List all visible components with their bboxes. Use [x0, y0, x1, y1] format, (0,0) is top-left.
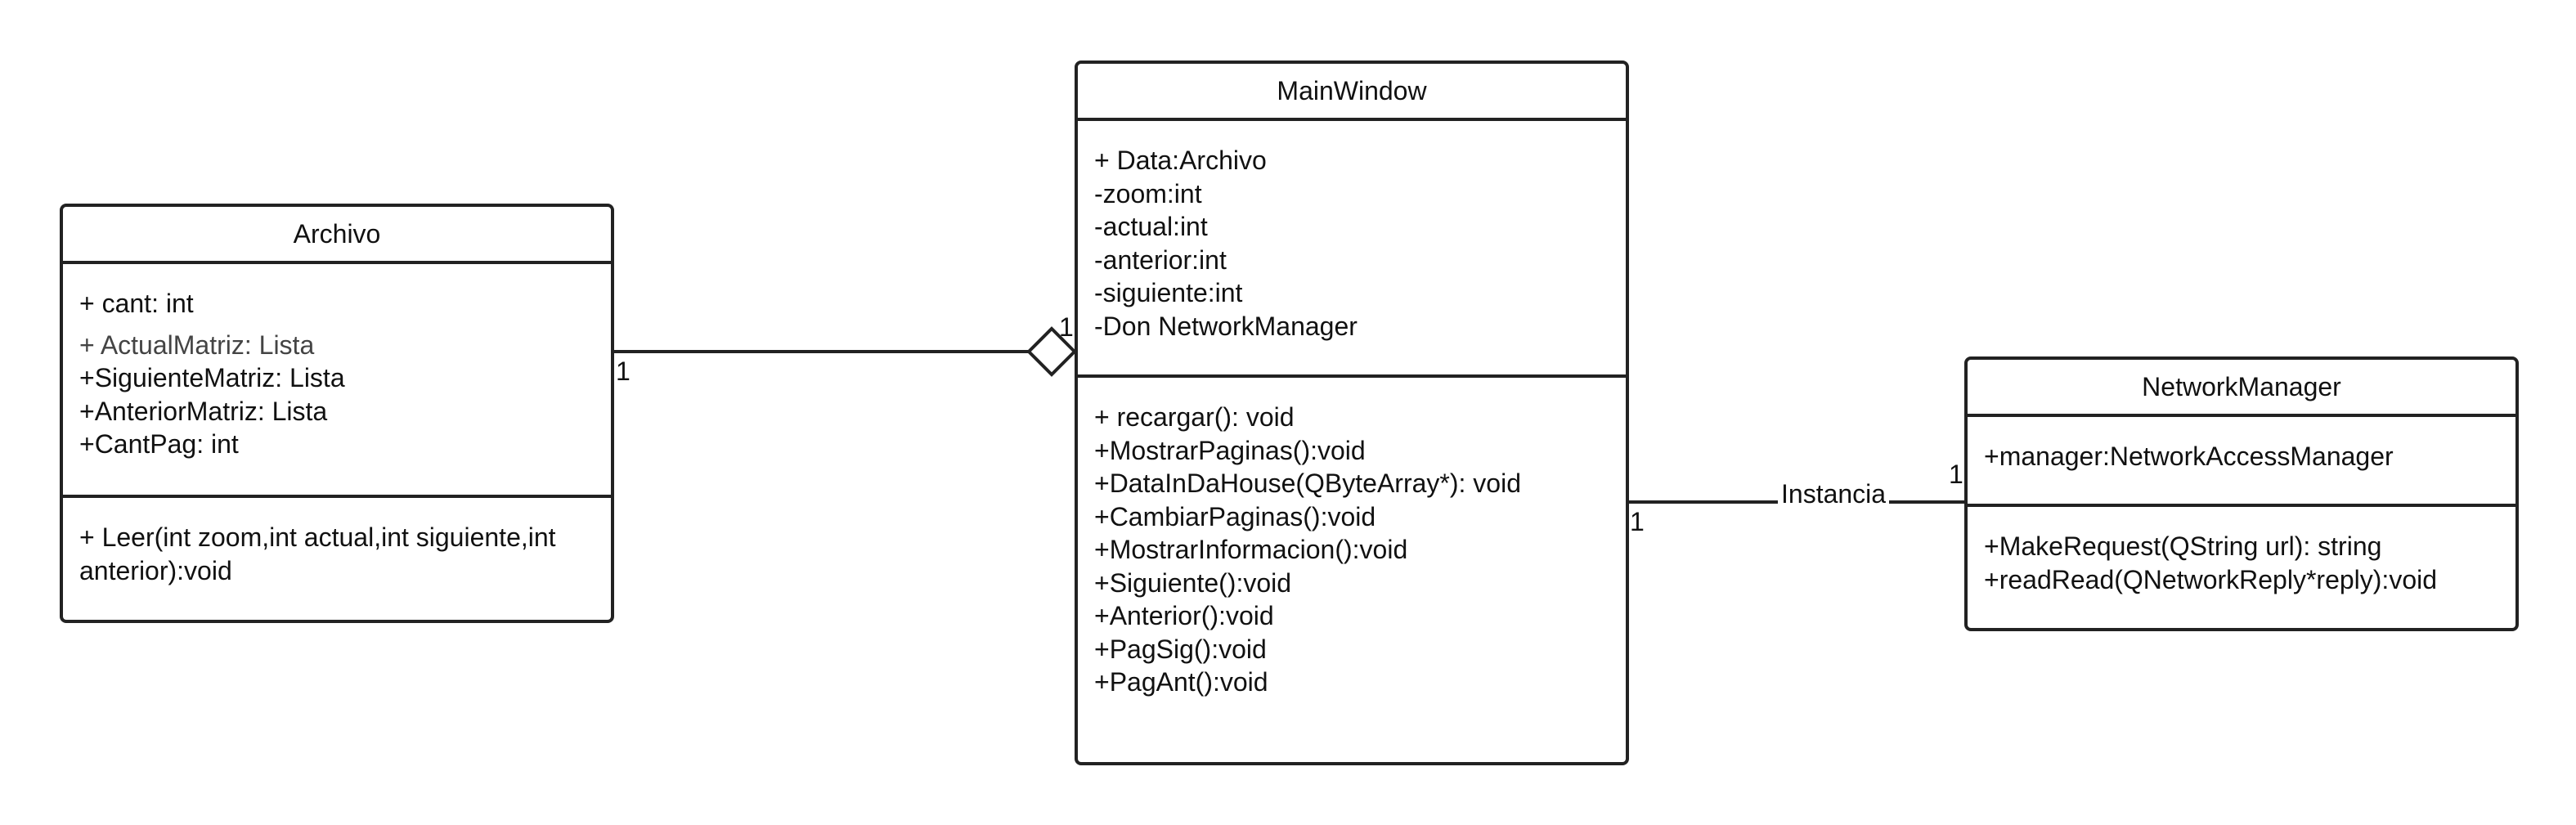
class-networkmanager[interactable]: NetworkManager +manager:NetworkAccessMan… — [1964, 356, 2519, 631]
attribute: -actual:int — [1094, 212, 1208, 241]
class-name: NetworkManager — [2142, 371, 2341, 401]
class-mainwindow-operations: + recargar(): void +MostrarPaginas():voi… — [1078, 378, 1626, 699]
class-networkmanager-operations: +MakeRequest(QString url): string +readR… — [1968, 507, 2515, 596]
attribute: + ActualMatriz: Lista — [79, 330, 315, 360]
attribute: -anterior:int — [1094, 244, 1227, 275]
class-archivo-operations: + Leer(int zoom,int actual,int siguiente… — [63, 498, 611, 587]
operation: +MostrarInformacion():void — [1094, 535, 1408, 564]
instancia-target-multiplicity: 1 — [1949, 460, 1963, 489]
class-archivo-attributes: + cant: int + ActualMatriz: Lista +Sigui… — [63, 264, 611, 498]
class-mainwindow-attributes: + Data:Archivo -zoom:int -actual:int -an… — [1078, 121, 1626, 378]
class-archivo-title: Archivo — [63, 207, 611, 264]
class-mainwindow-title: MainWindow — [1078, 64, 1626, 121]
attribute: +SiguienteMatriz: Lista — [79, 363, 345, 392]
operation: +readRead(QNetworkReply*reply):void — [1984, 564, 2438, 594]
class-mainwindow[interactable]: MainWindow + Data:Archivo -zoom:int -act… — [1075, 61, 1629, 765]
operation: +Anterior():void — [1094, 601, 1274, 630]
aggregation-target-multiplicity: 1 — [1059, 312, 1074, 342]
operation: +CambiarPaginas():void — [1094, 501, 1376, 531]
attribute: +AnteriorMatriz: Lista — [79, 396, 328, 426]
attribute: + Data:Archivo — [1094, 146, 1267, 175]
association-label: Instancia — [1778, 481, 1890, 507]
class-name: Archivo — [293, 218, 381, 249]
operation: +PagSig():void — [1094, 634, 1267, 664]
attribute: -zoom:int — [1094, 178, 1202, 208]
class-networkmanager-title: NetworkManager — [1968, 360, 2515, 417]
operation: +PagAnt():void — [1094, 667, 1268, 697]
attribute: +CantPag: int — [79, 429, 239, 459]
operation: +MakeRequest(QString url): string — [1984, 531, 2382, 561]
operation: +Siguiente():void — [1094, 567, 1292, 598]
operation: +MostrarPaginas():void — [1094, 435, 1366, 465]
attribute: -siguiente:int — [1094, 278, 1243, 307]
class-archivo[interactable]: Archivo + cant: int + ActualMatriz: List… — [60, 204, 614, 623]
attribute: -Don NetworkManager — [1094, 311, 1358, 341]
instancia-source-multiplicity: 1 — [1630, 507, 1645, 536]
operation: +DataInDaHouse(QByteArray*): void — [1094, 469, 1521, 498]
operation: + recargar(): void — [1094, 402, 1295, 432]
class-networkmanager-attributes: +manager:NetworkAccessManager — [1968, 417, 2515, 507]
attribute: + cant: int — [79, 289, 194, 318]
aggregation-source-multiplicity: 1 — [616, 356, 631, 386]
attribute: +manager:NetworkAccessManager — [1984, 442, 2394, 471]
operation: + Leer(int zoom,int actual,int siguiente… — [79, 522, 556, 585]
class-name: MainWindow — [1277, 75, 1427, 105]
